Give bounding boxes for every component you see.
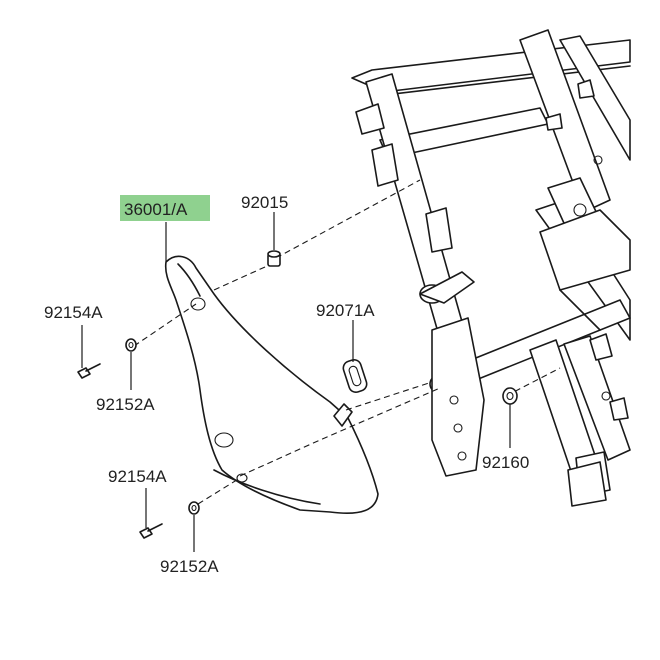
label-36001a: 36001/A [124, 200, 188, 219]
side-cover-part [164, 255, 379, 514]
part-labels: 36001/A 92015 92071A 92154A 92152A 92154… [44, 193, 529, 576]
bolt-lower-92154a [139, 523, 163, 539]
washer-lower-92152a [188, 501, 200, 515]
damper-92160 [502, 387, 518, 405]
grommet-92071a [342, 359, 368, 393]
label-92160: 92160 [482, 453, 529, 472]
leader-lines [81, 212, 511, 552]
hardware-parts [77, 250, 518, 539]
label-92015: 92015 [241, 193, 288, 212]
bolt-upper-92154a [77, 363, 101, 379]
frame-drawing [351, 29, 631, 507]
label-92152a-lower: 92152A [160, 557, 219, 576]
label-92152a-upper: 92152A [96, 395, 155, 414]
collar-92015 [267, 250, 281, 267]
label-92154a-lower: 92154A [108, 467, 167, 486]
label-92154a-upper: 92154A [44, 303, 103, 322]
highlight-box [120, 195, 210, 221]
washer-upper-92152a [125, 338, 137, 352]
label-92071a: 92071A [316, 301, 375, 320]
